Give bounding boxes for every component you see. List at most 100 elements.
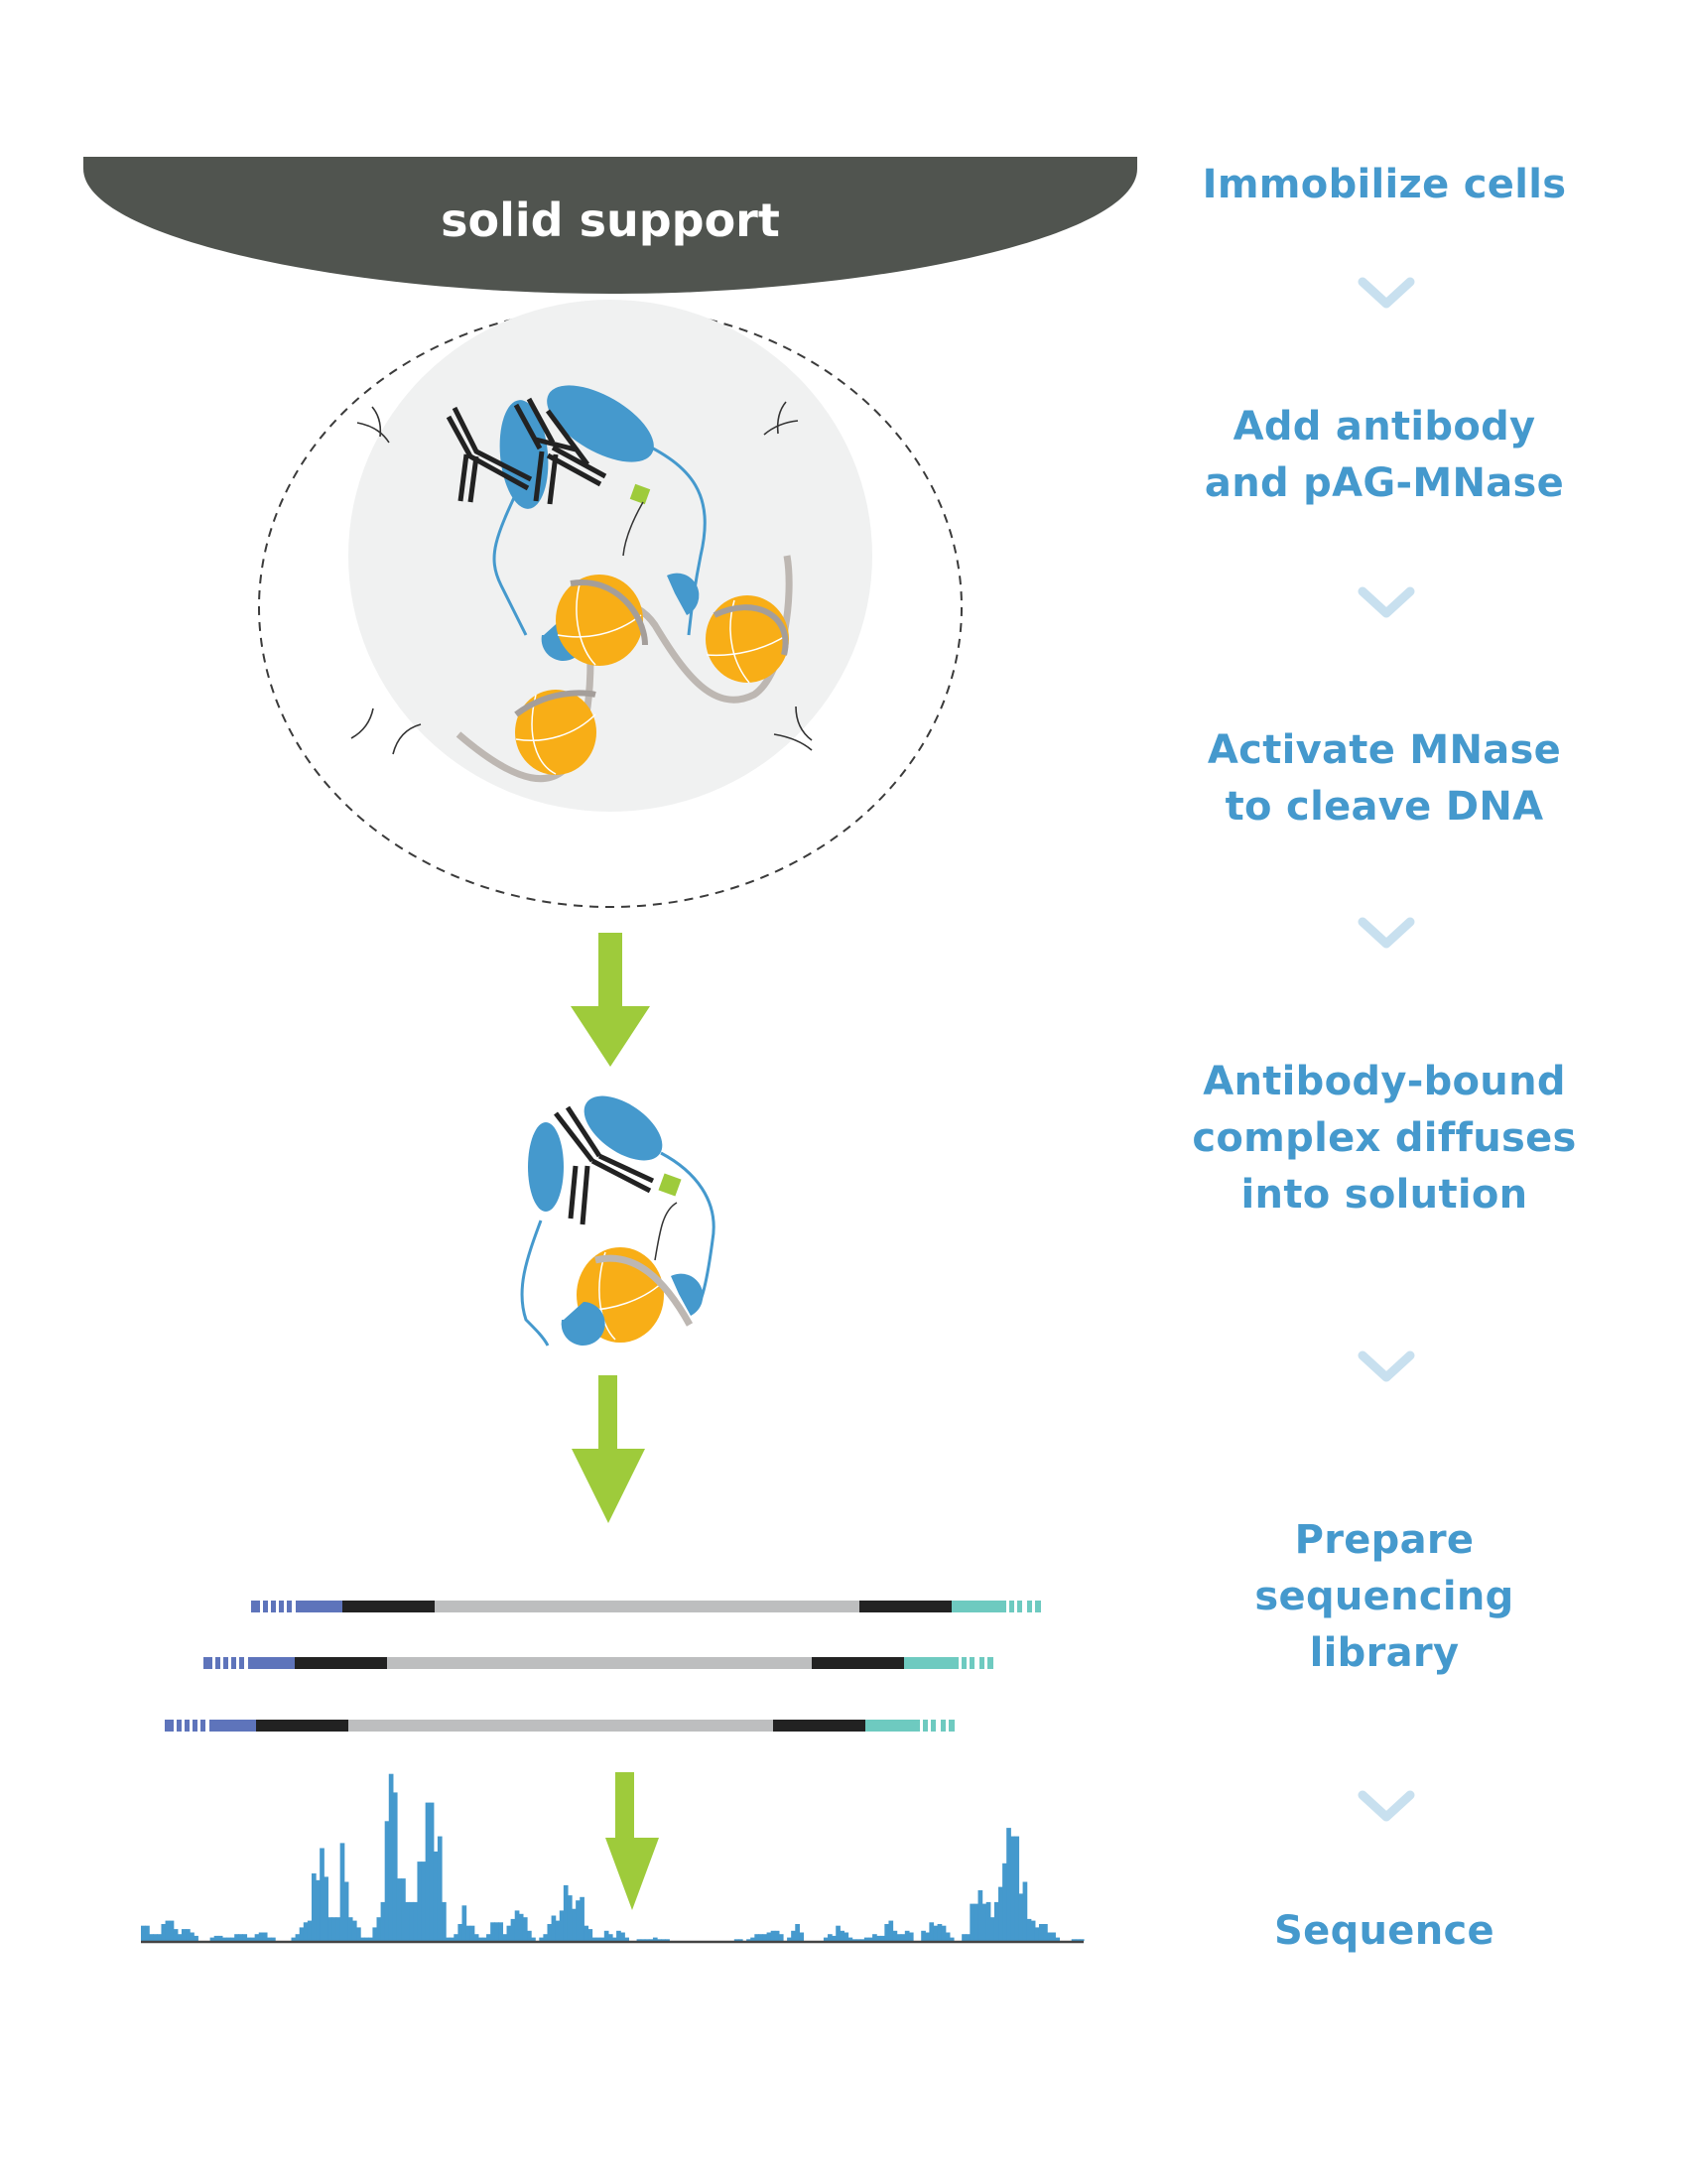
coverage-bar [1043,1924,1048,1941]
coverage-bar [595,1937,601,1941]
coverage-bar [859,1939,865,1941]
adapter-left-segment [271,1601,276,1612]
adapter-left [209,1720,256,1732]
cell [258,300,963,908]
step-label-line: Antibody-bound [1203,1059,1566,1104]
coverage-bar [1026,1918,1032,1941]
coverage-bar [360,1937,365,1941]
coverage-bar [648,1939,654,1941]
adapter-right-segment [931,1720,936,1732]
adapter-right [952,1601,1001,1612]
coverage-bar [388,1773,394,1941]
coverage-bar [941,1925,947,1941]
coverage-bar [254,1934,260,1941]
adapter-left-segment [231,1657,236,1669]
coverage-bar [616,1930,621,1941]
coverage-bar [770,1930,776,1941]
coverage-bar [343,1881,349,1941]
coverage-bar [746,1939,751,1941]
adapter-left [296,1601,342,1612]
coverage-bar [437,1836,443,1941]
coverage-bar [762,1934,768,1941]
adapter-right-segment [949,1720,955,1732]
chevron-down-icon [1358,277,1415,309]
coverage-bar [904,1930,910,1941]
adapter-right-segment [987,1657,993,1669]
coverage-bar [543,1934,549,1941]
coverage-bar [1014,1836,1020,1941]
coverage-bar [661,1939,666,1941]
coverage-bar [490,1922,495,1941]
step-sequence: Sequence [1186,1903,1583,1960]
coverage-bar [454,1934,458,1941]
coverage-bar [368,1937,373,1941]
barcode-left [295,1657,387,1669]
coverage-bar [539,1937,544,1941]
coverage-bar [327,1917,333,1941]
coverage-bar [998,1886,1003,1941]
coverage-bar [778,1934,784,1941]
coverage-bar [1079,1939,1085,1941]
coverage-bar [409,1901,414,1941]
coverage-bar [446,1937,451,1941]
adapter-left-segment [251,1601,260,1612]
arrow-down-icon [605,1772,659,1910]
sequencing-library [165,1601,1041,1732]
coverage-bar [551,1915,557,1941]
coverage-bar [425,1802,431,1941]
coverage-bar [271,1937,276,1941]
coverage-bar [1071,1939,1077,1941]
adapter-left-segment [193,1720,197,1732]
solid-support-shape [83,157,1137,294]
coverage-bar [351,1920,357,1941]
coverage-bar [153,1934,158,1941]
coverage-bar [867,1937,873,1941]
coverage-bar [262,1932,268,1941]
coverage-bar [384,1821,390,1941]
step-label-line: Activate MNase [1207,727,1562,773]
coverage-bar [925,1932,930,1941]
antibody-complex-bound [446,385,707,661]
mnase-tag [629,483,651,505]
coverage-bar [413,1901,419,1941]
coverage-bar [795,1924,800,1941]
pac-receptor [671,1273,704,1316]
dna-insert [348,1720,773,1732]
coverage-bar [442,1901,447,1941]
coverage-bar [190,1932,195,1941]
coverage-bar [644,1939,650,1941]
adapter-right-segment [1027,1601,1032,1612]
coverage-bar [498,1922,504,1941]
step-label-line: Add antibody [1233,404,1536,450]
step-label-line: complex diffuses [1192,1115,1577,1161]
coverage-bar [510,1918,516,1941]
coverage-bar [194,1935,198,1941]
coverage-bar [177,1934,183,1941]
coverage-bar [657,1939,662,1941]
coverage-bar [823,1937,829,1941]
adapter-right [904,1657,954,1669]
coverage-bar [1010,1836,1015,1941]
coverage-bar [246,1937,252,1941]
coverage-bar [612,1937,617,1941]
coverage-bar [896,1934,902,1941]
coverage-bar [1006,1828,1011,1941]
chromatin [455,555,793,783]
antibody-icon [554,1105,655,1225]
adapter-right-segment [962,1657,967,1669]
coverage-bar [840,1930,844,1941]
coverage-bar [316,1879,321,1941]
coverage-bar [396,1878,402,1941]
coverage-bar [486,1934,491,1941]
coverage-bar [364,1937,369,1941]
coverage-bar [1051,1932,1056,1941]
chevron-down-icon [1358,1350,1415,1382]
anchor-marks [350,401,813,755]
coverage-bar [506,1925,512,1941]
coverage-bar [624,1937,629,1941]
coverage-bar [149,1934,154,1941]
coverage-bar [599,1937,605,1941]
